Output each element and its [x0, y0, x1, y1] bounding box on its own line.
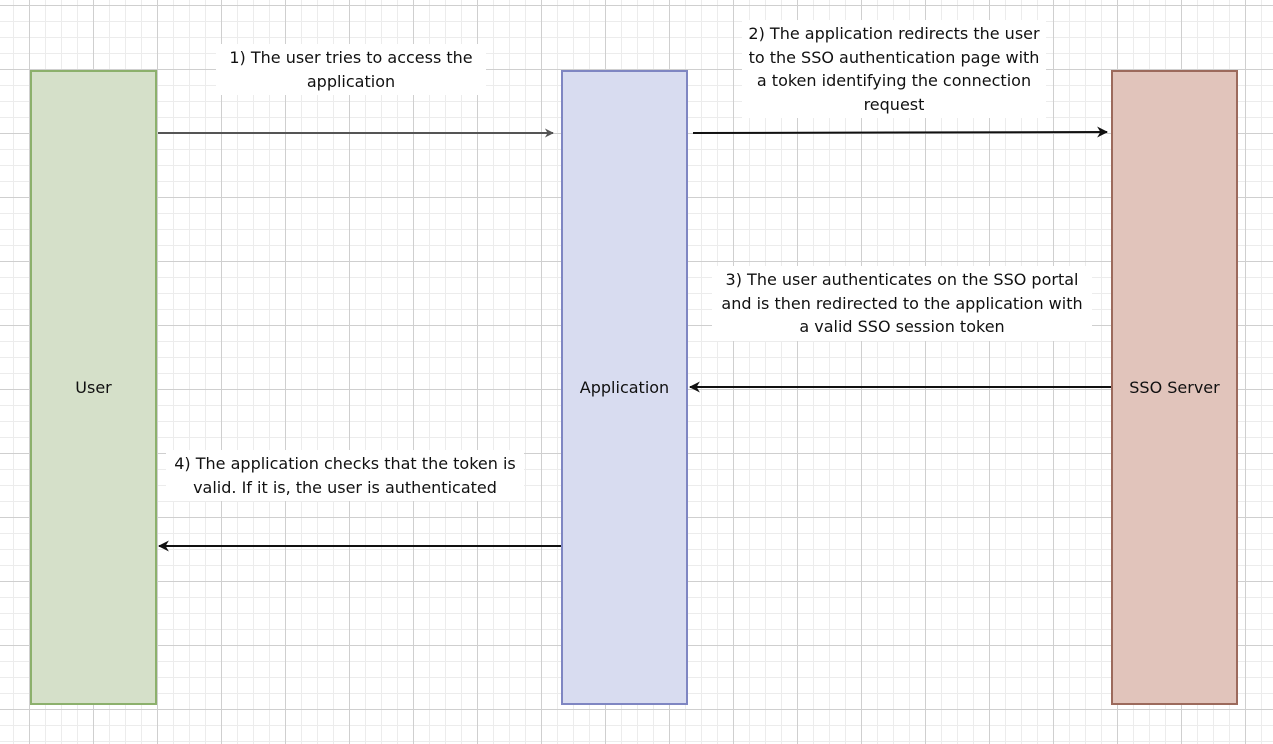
sso-server-lifeline: SSO Server	[1111, 70, 1238, 705]
user-lifeline: User	[30, 70, 157, 705]
application-lifeline: Application	[561, 70, 688, 705]
message-2-arrow	[692, 126, 1109, 138]
message-3-label: 3) The user authenticates on the SSO por…	[712, 266, 1092, 341]
application-lifeline-label: Application	[579, 378, 670, 397]
user-lifeline-label: User	[75, 378, 112, 397]
message-1-label: 1) The user tries to access the applicat…	[216, 44, 486, 95]
sso-server-lifeline-label: SSO Server	[1129, 378, 1220, 397]
message-2-label: 2) The application redirects the user to…	[742, 20, 1046, 118]
message-4-label: 4) The application checks that the token…	[166, 450, 524, 501]
